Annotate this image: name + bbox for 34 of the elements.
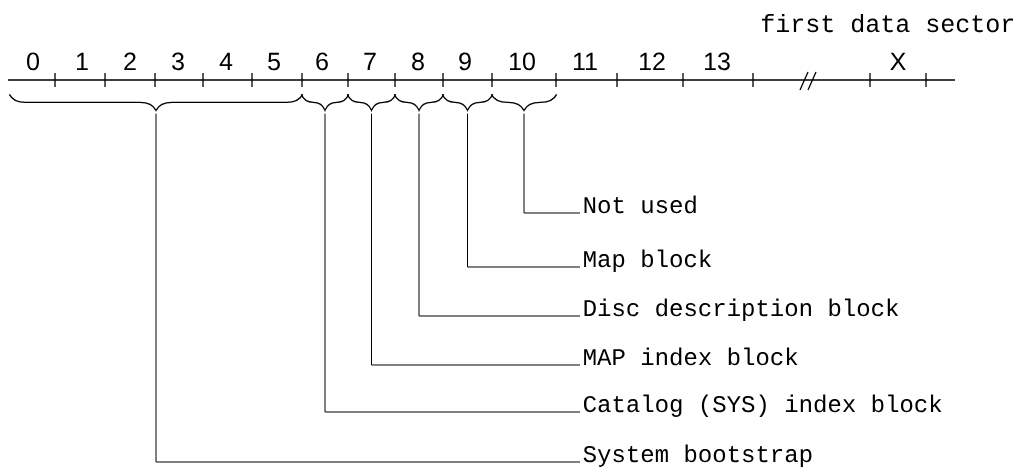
sector-number: 2 [124,52,136,70]
leader-line [523,113,581,214]
leader-line [467,113,581,268]
leader-text: System bootstrap [583,444,812,467]
leader-text: MAP index block [584,347,798,366]
sector-number: 6 [316,52,328,71]
leader-line [371,113,581,366]
sector-number: 11 [573,52,597,70]
leader-text: Not used [584,195,696,214]
brace [300,93,350,111]
sector-number: 10 [510,52,535,71]
sector-number: 12 [640,52,665,70]
leader-text: Disc description block [584,298,899,321]
sector-number: 5 [268,52,280,71]
brace [393,93,445,111]
sector-number: 8 [412,52,424,71]
leader-line [324,113,581,413]
sector-number: 1 [76,52,88,70]
brace [8,93,304,111]
leader-text: Map block [584,249,711,272]
leader-line [155,113,581,463]
sector-number: 0 [27,52,39,71]
brace [441,93,494,111]
brace [346,93,397,111]
leader-text: Catalog (SYS) index block [583,394,942,417]
sector-number: 4 [219,52,233,70]
brace [490,93,558,111]
leader-line [418,113,581,317]
sector-number: 7 [364,52,376,70]
sector-number: 9 [459,52,471,71]
sector-number: 13 [705,52,730,71]
sector-number: 3 [172,52,184,71]
sector-number: X [890,52,906,70]
axis-caption: first data sector [762,13,1014,33]
